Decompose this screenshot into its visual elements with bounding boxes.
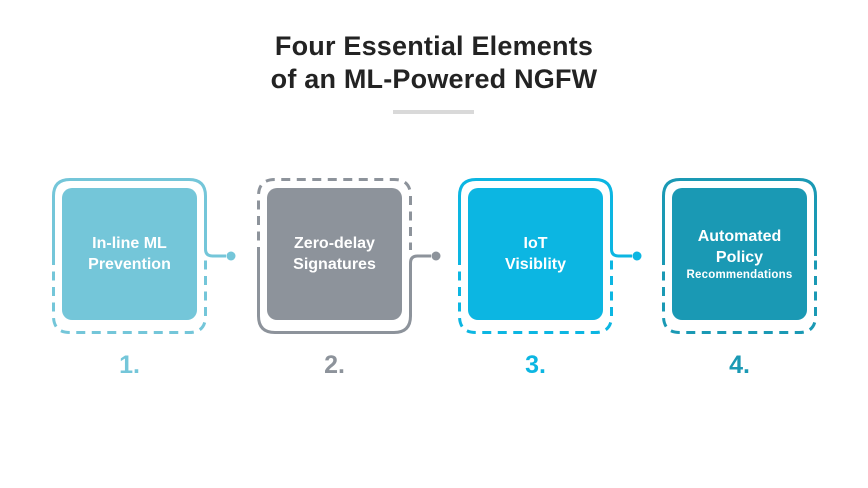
card-border-dashed <box>257 178 412 256</box>
element-card-zero-delay-signatures: Zero-delay Signatures 2. <box>257 178 441 388</box>
card-label-line-1: In-line ML <box>92 235 167 252</box>
card-number: 1. <box>119 351 140 379</box>
title-line-1: Four Essential Elements <box>274 31 594 61</box>
card-border-dashed <box>458 256 613 334</box>
element-card-iot-visiblity: IoT Visiblity 3. <box>458 178 642 388</box>
card-border-solid <box>257 254 431 334</box>
card-outline <box>662 178 817 334</box>
card-label: IoT Visiblity <box>468 188 603 320</box>
card-label-line-2: Prevention <box>88 256 171 273</box>
card-label-line-1: Automated <box>697 227 782 245</box>
title-line-2: of an ML-Powered NGFW <box>270 64 598 94</box>
connector-dot <box>632 251 642 261</box>
card-border-dashed <box>52 256 207 334</box>
card-outline <box>52 178 236 334</box>
card-border-dashed <box>662 256 817 334</box>
card-label: Zero-delay Signatures <box>267 188 402 320</box>
card-fill <box>267 188 402 320</box>
card-number: 4. <box>729 351 750 379</box>
card-number: 2. <box>324 351 345 379</box>
card-label-line-1: IoT <box>523 235 548 252</box>
connector-dot <box>226 251 236 261</box>
card-outline <box>257 178 441 334</box>
connector-dot <box>431 251 441 261</box>
card-label-sublabel: Recommendations <box>686 268 793 281</box>
card-label-line-2: Policy <box>715 248 764 266</box>
card-label-line-2: Signatures <box>293 256 376 273</box>
card-outline <box>458 178 642 334</box>
card-label-line-1: Zero-delay <box>294 235 375 252</box>
page-title: Four Essential Elements of an ML-Powered… <box>0 30 868 96</box>
card-label: In-line ML Prevention <box>62 188 197 320</box>
card-label: Automated Policy Recommendations <box>672 188 807 320</box>
element-card-automated-policy-recommendations: Automated Policy Recommendations 4. <box>662 178 817 388</box>
card-fill <box>672 188 807 320</box>
element-card-inline-ml-prevention: In-line ML Prevention 1. <box>52 178 236 388</box>
card-border-solid <box>458 178 632 258</box>
card-number: 3. <box>525 351 546 379</box>
card-border-solid <box>52 178 226 258</box>
card-fill <box>468 188 603 320</box>
card-border-solid <box>662 178 817 256</box>
title-divider <box>393 110 474 114</box>
card-fill <box>62 188 197 320</box>
card-label-line-2: Visiblity <box>504 256 567 273</box>
